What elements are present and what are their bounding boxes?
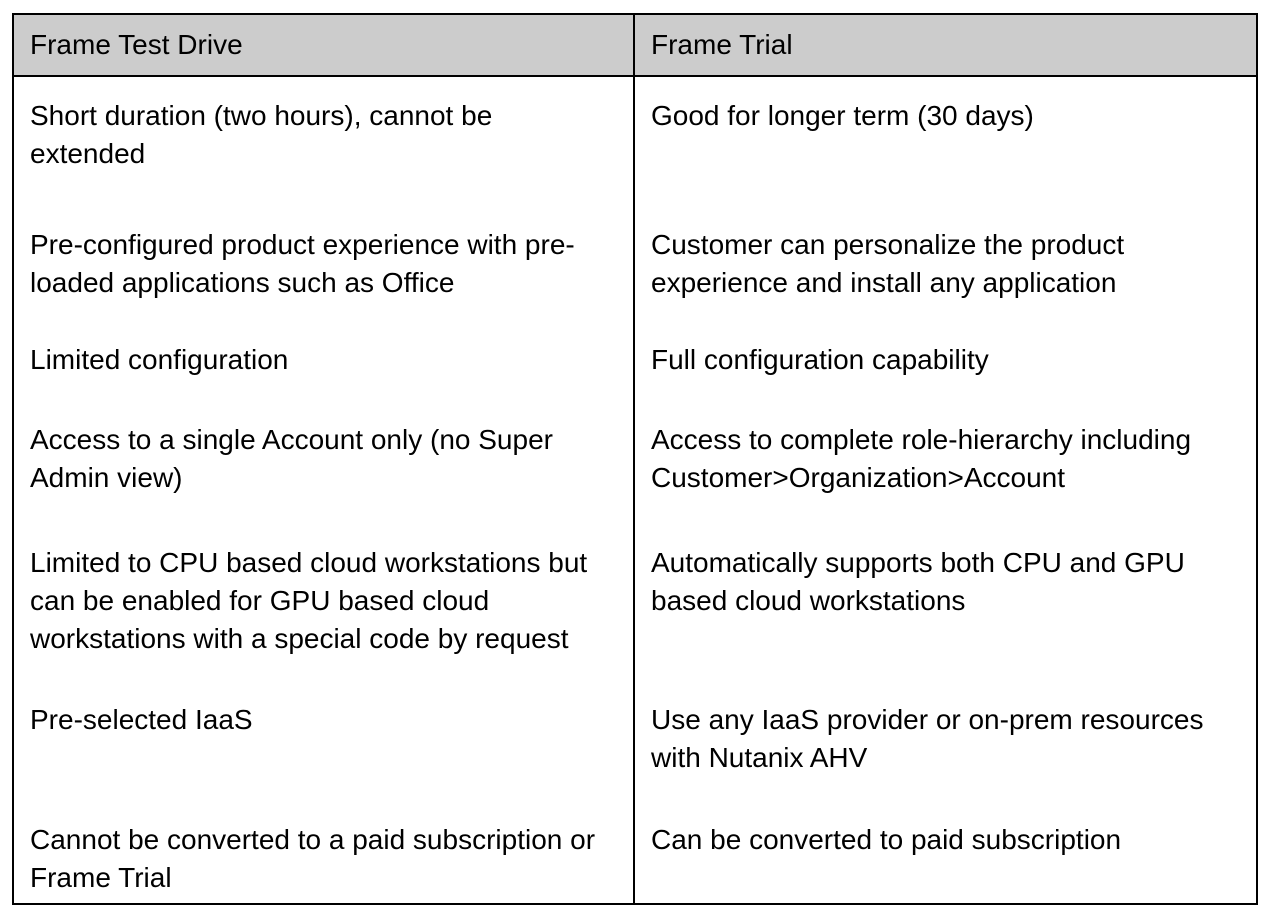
cell-frame-trial: Automatically supports both CPU and GPU … bbox=[633, 524, 1258, 681]
header-row: Frame Test Drive Frame Trial bbox=[12, 13, 1258, 77]
table-row: Limited configuration Full configuration… bbox=[12, 321, 1258, 401]
table-row: Access to a single Account only (no Supe… bbox=[12, 401, 1258, 524]
cell-frame-trial: Use any IaaS provider or on-prem resourc… bbox=[633, 681, 1258, 801]
column-header-frame-trial: Frame Trial bbox=[633, 13, 1258, 77]
cell-frame-test-drive: Pre-selected IaaS bbox=[12, 681, 635, 801]
table-row: Limited to CPU based cloud workstations … bbox=[12, 524, 1258, 681]
table-row: Cannot be converted to a paid subscripti… bbox=[12, 801, 1258, 904]
cell-frame-test-drive: Short duration (two hours), cannot be ex… bbox=[12, 76, 635, 206]
cell-frame-test-drive: Cannot be converted to a paid subscripti… bbox=[12, 801, 635, 904]
cell-frame-trial: Full configuration capability bbox=[633, 321, 1258, 401]
comparison-table: Frame Test Drive Frame Trial Short durat… bbox=[12, 13, 1258, 905]
cell-frame-test-drive: Limited configuration bbox=[12, 321, 635, 401]
cell-frame-test-drive: Access to a single Account only (no Supe… bbox=[12, 401, 635, 524]
cell-frame-trial: Good for longer term (30 days) bbox=[633, 76, 1258, 206]
cell-frame-trial: Access to complete role-hierarchy includ… bbox=[633, 401, 1258, 524]
table-row: Short duration (two hours), cannot be ex… bbox=[12, 76, 1258, 206]
column-header-frame-test-drive: Frame Test Drive bbox=[12, 13, 635, 77]
cell-frame-trial: Can be converted to paid subscription bbox=[633, 801, 1258, 904]
cell-frame-test-drive: Pre-configured product experience with p… bbox=[12, 206, 635, 321]
table-row: Pre-selected IaaS Use any IaaS provider … bbox=[12, 681, 1258, 801]
cell-frame-trial: Customer can personalize the product exp… bbox=[633, 206, 1258, 321]
cell-frame-test-drive: Limited to CPU based cloud workstations … bbox=[12, 524, 635, 681]
table-row: Pre-configured product experience with p… bbox=[12, 206, 1258, 321]
